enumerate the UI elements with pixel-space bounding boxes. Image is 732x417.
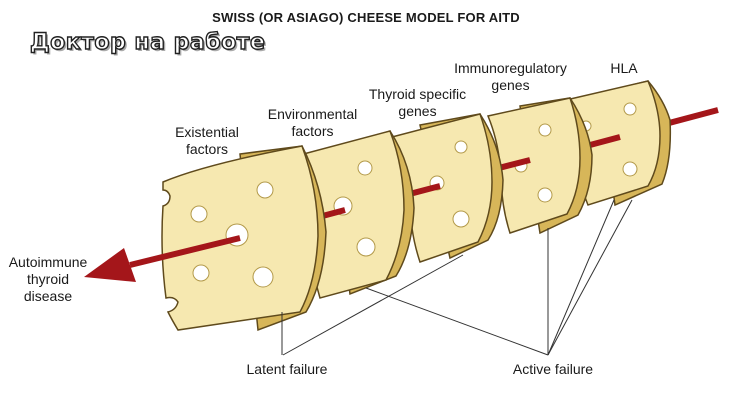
label-immunoregulatory-line1: Immunoregulatory — [454, 60, 567, 76]
label-thyroid-line2: genes — [398, 103, 437, 119]
label-immunoregulatory-line2: genes — [491, 77, 530, 93]
label-outcome-line3: disease — [23, 288, 73, 304]
label-thyroid-line1: Thyroid specific — [368, 86, 467, 102]
cheese-slice-thyroid-specific — [390, 113, 504, 263]
label-outcome-line2: thyroid — [26, 271, 70, 287]
diagram-title: SWISS (OR ASIAGO) CHEESE MODEL FOR AITD — [212, 10, 520, 25]
arrow-head — [84, 248, 136, 282]
latent-failure-lines — [281, 254, 464, 356]
label-hla-line1: HLA — [610, 60, 638, 76]
label-immunoregulatory-genes: Immunoregulatory genes — [448, 60, 573, 94]
label-autoimmune-thyroid-disease: Autoimmune thyroid disease — [0, 254, 96, 305]
label-existential-line2: factors — [185, 141, 228, 157]
label-environmental-line2: factors — [291, 123, 334, 139]
label-outcome-line1: Autoimmune — [8, 254, 88, 270]
cheese-slice-environmental — [294, 130, 415, 299]
active-failure-lines — [365, 199, 633, 356]
label-existential-line1: Existential — [175, 124, 239, 140]
cheese-slice-immunoregulatory — [486, 97, 593, 235]
label-existential-factors: Existential factors — [162, 124, 252, 158]
label-active-failure: Active failure — [512, 361, 594, 377]
cheese-slice-existential — [161, 145, 327, 332]
arrow-shaft-front — [129, 235, 241, 268]
label-environmental-factors: Environmental factors — [265, 106, 360, 140]
label-latent-failure: Latent failure — [246, 361, 328, 377]
label-environmental-line1: Environmental — [267, 106, 358, 122]
watermark-logo: Доктор на работе — [29, 29, 266, 55]
label-thyroid-specific-genes: Thyroid specific genes — [365, 86, 470, 120]
label-hla: HLA — [600, 60, 648, 77]
